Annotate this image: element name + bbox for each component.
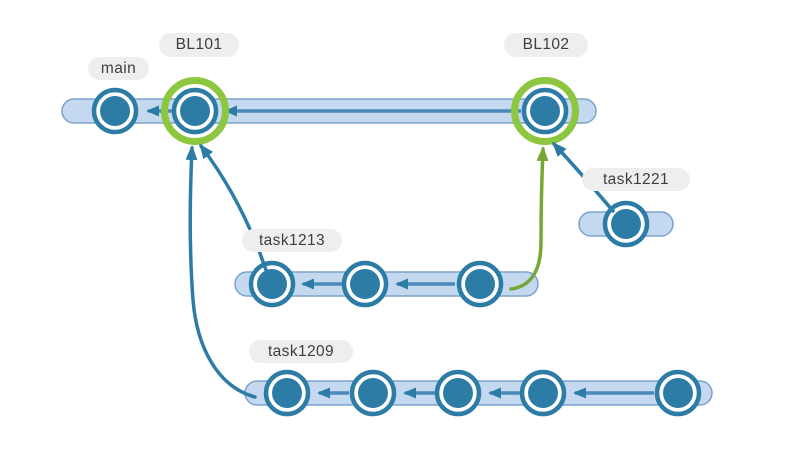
merge-arrow-task1221-to-bl102	[551, 141, 615, 213]
merge-arrow-task1213-to-bl102	[509, 146, 549, 291]
branch-label-bl102: BL102	[504, 33, 588, 57]
baseline-ring-bl102-commit	[511, 77, 579, 145]
merge-arrow-task1209-to-bl101	[185, 145, 257, 399]
commit-node-bl101-commit	[180, 96, 210, 126]
commit-node-task1209-commit1	[272, 378, 302, 408]
commit-node-task1209-commit5	[663, 378, 693, 408]
commit-node-task1213-commit3	[465, 269, 495, 299]
branch-label-task1209: task1209	[249, 340, 353, 363]
commit-node-bl102-commit	[530, 96, 560, 126]
branch-label-task1221: task1221	[582, 168, 690, 191]
commit-node-task1213-commit1	[257, 269, 287, 299]
branch-label-task1213: task1213	[242, 229, 342, 252]
branch-label-bl101: BL101	[159, 33, 239, 57]
commit-node-task1209-commit2	[358, 378, 388, 408]
commit-node-task1209-commit3	[443, 378, 473, 408]
baseline-ring-bl101-commit	[161, 77, 229, 145]
merge-arrow-task1213-to-bl101	[199, 143, 268, 272]
commit-node-main-commit	[100, 96, 130, 126]
branch-label-main: main	[88, 57, 149, 80]
commit-node-task1221-commit1	[611, 209, 641, 239]
commit-node-task1213-commit2	[350, 269, 380, 299]
commit-node-task1209-commit4	[528, 378, 558, 408]
